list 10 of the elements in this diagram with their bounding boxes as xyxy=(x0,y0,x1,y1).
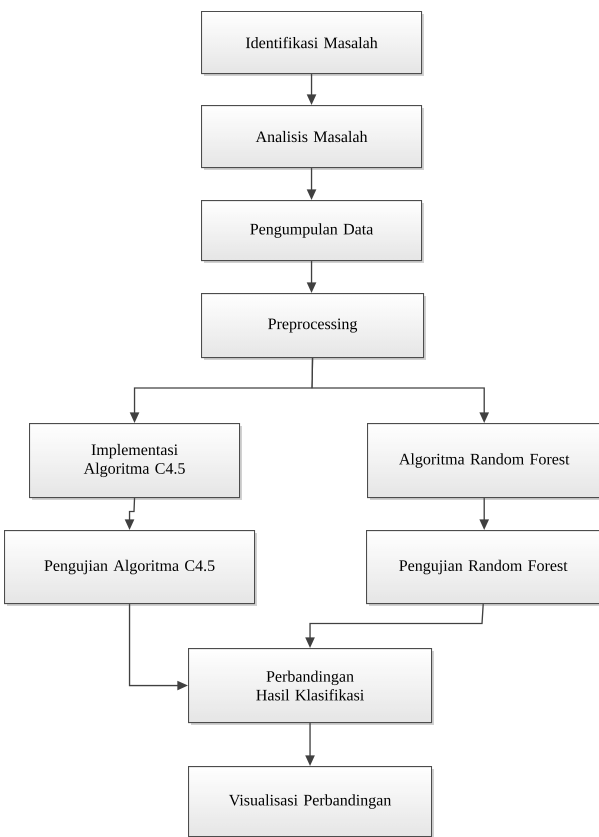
process-box: Perbandingan Hasil Klasifikasi xyxy=(188,648,434,725)
process-box: Preprocessing xyxy=(201,293,426,360)
process-box: Visualisasi Perbandingan xyxy=(188,766,434,837)
process-box: Identifikasi Masalah xyxy=(201,11,424,76)
process-box: Pengujian Random Forest xyxy=(366,530,599,606)
process-box: Pengumpulan Data xyxy=(201,200,424,263)
process-box: Pengujian Algoritma C4.5 xyxy=(4,530,257,606)
process-box: Analisis Masalah xyxy=(201,105,424,170)
process-box: Algoritma Random Forest xyxy=(367,423,599,500)
process-box: Implementasi Algoritma C4.5 xyxy=(29,423,242,500)
